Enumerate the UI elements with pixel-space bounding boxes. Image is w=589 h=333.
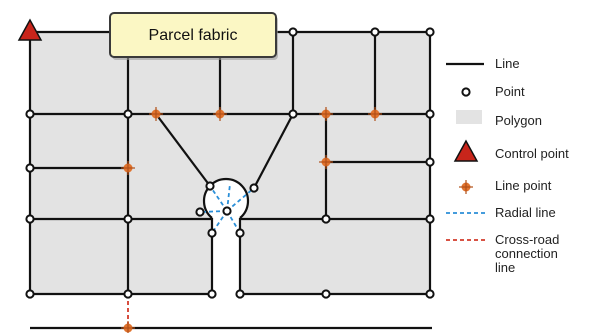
legend-symbols (446, 62, 488, 241)
legend-label-polygon: Polygon (495, 113, 542, 128)
title-box (109, 12, 278, 60)
line-point-markers (121, 107, 382, 333)
legend-label-point: Point (495, 84, 525, 99)
legend-label-line-point: Line point (495, 178, 552, 193)
legend-label-control-point: Control point (495, 146, 569, 161)
line-point (213, 107, 227, 121)
line-point (121, 161, 135, 175)
line-point (368, 107, 382, 121)
legend-label-radial-line: Radial line (495, 205, 556, 220)
legend-label-crossroad-2: connection (495, 246, 558, 261)
diagram-title: Parcel fabric (148, 27, 238, 44)
control-point-triangle (17, 18, 43, 41)
road-and-crossroad (30, 294, 432, 330)
legend-label-crossroad-3: line (495, 260, 516, 275)
line-point (319, 107, 333, 121)
legend-label-line: Line (495, 56, 520, 71)
red-triangle-icon (453, 139, 479, 162)
circle-point-icon (461, 87, 471, 97)
parcel-polygon-area (30, 32, 430, 294)
polygon-swatch-icon (456, 110, 482, 124)
legend-label-crossroad-1: Cross-road (495, 232, 560, 247)
line-point (319, 155, 333, 169)
orange-crosshair-icon (459, 180, 473, 194)
line-point (149, 107, 163, 121)
